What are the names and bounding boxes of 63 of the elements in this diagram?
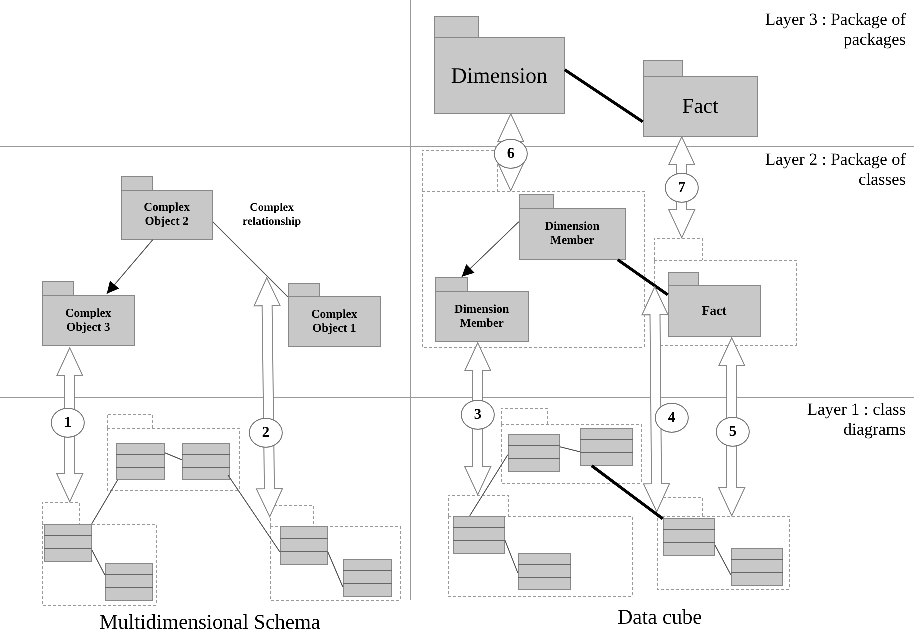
package-folder bbox=[519, 194, 626, 260]
package-name: Dimension bbox=[450, 62, 549, 88]
package-name: Dimension Member bbox=[544, 220, 601, 248]
connector-line bbox=[164, 452, 182, 460]
arrow bbox=[106, 240, 154, 294]
layer-label: Layer 3 : Package of packages bbox=[764, 10, 906, 51]
class-box bbox=[343, 559, 392, 597]
class-box bbox=[731, 548, 783, 586]
step-number: 4 bbox=[655, 403, 689, 433]
class-box bbox=[182, 443, 230, 480]
package-folder bbox=[434, 16, 565, 114]
step-number: 7 bbox=[665, 173, 699, 203]
step-number: 6 bbox=[494, 139, 528, 169]
step-number: 5 bbox=[716, 417, 750, 447]
connector-line bbox=[560, 446, 580, 452]
class-box bbox=[580, 428, 633, 466]
section-caption: Multidimensional Schema bbox=[98, 610, 322, 636]
class-box bbox=[44, 524, 92, 562]
dashed-package-folder bbox=[657, 497, 790, 590]
class-box bbox=[280, 526, 328, 565]
layer-label: Layer 2 : Package of classes bbox=[764, 150, 906, 191]
dashed-package-folder bbox=[270, 505, 401, 601]
connector-line bbox=[564, 68, 644, 124]
step-number: 2 bbox=[249, 418, 283, 448]
step-number: 3 bbox=[461, 400, 495, 430]
connector-line bbox=[470, 454, 508, 516]
package-name: Fact bbox=[701, 304, 728, 318]
connector-line bbox=[328, 552, 344, 588]
connector-line bbox=[92, 480, 118, 524]
dashed-package-folder bbox=[107, 414, 240, 491]
package-folder bbox=[121, 176, 213, 240]
layer-label: Layer 1 : class diagrams bbox=[806, 400, 906, 441]
double-arrow bbox=[641, 286, 671, 514]
class-box bbox=[663, 518, 715, 556]
connector-line bbox=[591, 464, 664, 520]
package-folder bbox=[288, 283, 381, 347]
class-box bbox=[116, 443, 165, 480]
class-box bbox=[453, 516, 505, 554]
package-name: Complex Object 3 bbox=[64, 306, 112, 334]
class-box bbox=[105, 563, 153, 601]
dashed-package-folder bbox=[501, 408, 642, 484]
package-folder bbox=[435, 277, 529, 342]
connector-line bbox=[92, 550, 106, 576]
class-box bbox=[508, 434, 560, 472]
class-box bbox=[518, 553, 571, 590]
package-folder bbox=[42, 281, 135, 346]
dashed-package-folder bbox=[42, 502, 157, 606]
arrow bbox=[462, 222, 520, 278]
dashed-package-folder bbox=[422, 150, 645, 348]
dashed-package-folder bbox=[448, 495, 633, 597]
package-name: Dimension Member bbox=[454, 302, 510, 330]
package-name: Fact bbox=[681, 94, 720, 119]
connector-line bbox=[212, 222, 288, 298]
package-name: Complex Object 1 bbox=[310, 308, 358, 336]
package-name: Complex Object 2 bbox=[143, 201, 191, 229]
dashed-package-folder bbox=[654, 238, 797, 346]
connector-line bbox=[504, 540, 518, 574]
section-caption: Data cube bbox=[616, 605, 704, 630]
package-folder bbox=[643, 60, 758, 137]
connector-line bbox=[714, 544, 732, 576]
step-number: 1 bbox=[51, 408, 85, 438]
package-folder bbox=[668, 272, 761, 337]
connector-line bbox=[228, 474, 280, 552]
